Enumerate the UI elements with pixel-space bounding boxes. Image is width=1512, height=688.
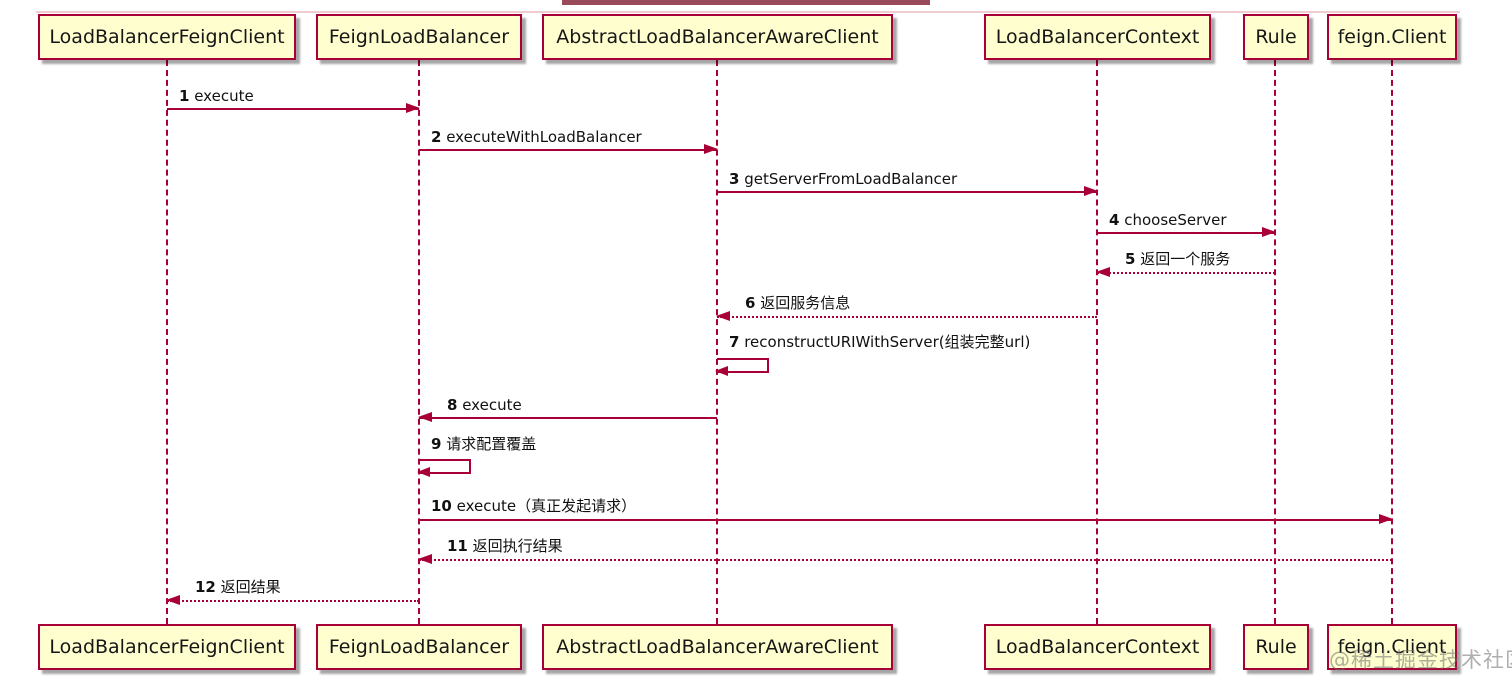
msg-3-label: 3 getServerFromLoadBalancer [729,170,958,188]
top-crop-hairline [36,11,1460,13]
msg-1-arrow-line [167,108,419,110]
lifeline-loadbalancercontext [1096,60,1098,624]
msg-12-arrowhead-icon [166,595,180,605]
msg-10-arrowhead-icon [1379,514,1393,524]
participant-top-loadbalancercontext: LoadBalancerContext [984,14,1211,60]
msg-1-label: 1 execute [179,87,254,105]
msg-7-label: 7 reconstructURIWithServer(组装完整url) [729,333,1031,351]
msg-5-arrow-line [1097,272,1275,274]
msg-2-arrow-line [419,149,717,151]
msg-9-arrowhead-icon [417,467,430,477]
msg-12-label: 12 返回结果 [195,578,281,596]
lifeline-feign-client [1391,60,1393,624]
lifeline-feignloadbalancer [418,60,420,624]
msg-2-arrowhead-icon [704,144,718,154]
participant-bottom-loadbalancerfeignclient: LoadBalancerFeignClient [38,624,296,670]
msg-5-label: 5 返回一个服务 [1125,250,1231,268]
msg-10-label: 10 execute（真正发起请求） [431,497,637,515]
lifeline-abstractloadbalancerawareclient [716,60,718,624]
participant-bottom-loadbalancercontext: LoadBalancerContext [984,624,1211,670]
msg-7-self-arrow [717,358,769,373]
participant-bottom-feignloadbalancer: FeignLoadBalancer [316,624,522,670]
participant-bottom-feign-client: feign.Client [1327,624,1457,670]
lifeline-rule [1274,60,1276,624]
msg-9-label: 9 请求配置覆盖 [431,435,537,453]
msg-1-arrowhead-icon [406,103,420,113]
participant-bottom-abstractloadbalancerawareclient: AbstractLoadBalancerAwareClient [542,624,893,670]
msg-11-arrow-line [419,559,1392,561]
participant-top-abstractloadbalancerawareclient: AbstractLoadBalancerAwareClient [542,14,893,60]
msg-3-arrow-line [717,191,1097,193]
msg-3-arrowhead-icon [1084,186,1098,196]
msg-8-arrowhead-icon [418,412,432,422]
msg-12-arrow-line [167,600,419,602]
participant-top-feignloadbalancer: FeignLoadBalancer [316,14,522,60]
msg-4-label: 4 chooseServer [1109,211,1227,229]
participant-bottom-rule: Rule [1243,624,1309,670]
msg-10-arrow-line [419,519,1392,521]
msg-6-arrow-line [717,316,1097,318]
msg-7-arrowhead-icon [715,366,728,376]
participant-top-feign-client: feign.Client [1327,14,1457,60]
msg-5-arrowhead-icon [1096,267,1110,277]
top-crop-bar [562,0,930,5]
msg-8-arrow-line [419,417,717,419]
msg-11-arrowhead-icon [418,554,432,564]
msg-9-self-arrow [419,459,471,474]
participant-top-loadbalancerfeignclient: LoadBalancerFeignClient [38,14,296,60]
msg-6-label: 6 返回服务信息 [745,294,851,312]
msg-4-arrow-line [1097,232,1275,234]
msg-2-label: 2 executeWithLoadBalancer [431,128,642,146]
msg-6-arrowhead-icon [716,311,730,321]
msg-8-label: 8 execute [447,396,522,414]
msg-4-arrowhead-icon [1262,227,1276,237]
participant-top-rule: Rule [1243,14,1309,60]
msg-11-label: 11 返回执行结果 [447,537,563,555]
lifeline-loadbalancerfeignclient [166,60,168,624]
watermark: @稀土掘金技术社区 [1329,648,1512,672]
